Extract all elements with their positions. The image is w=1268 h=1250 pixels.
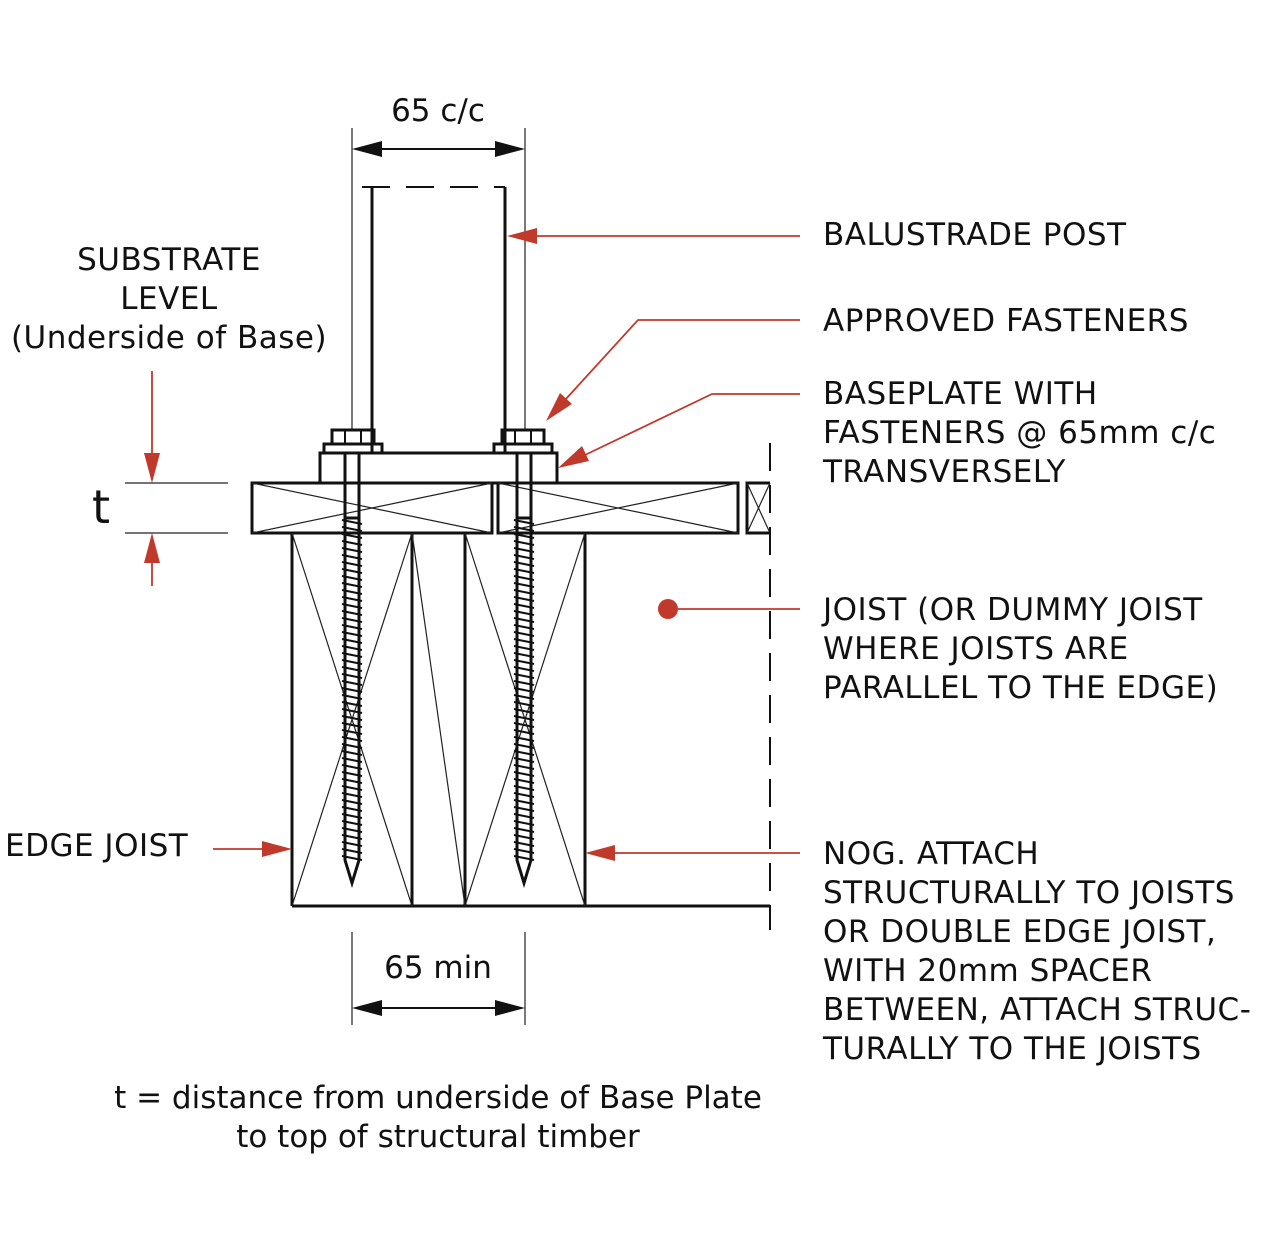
footnote-line-2: to top of structural timber xyxy=(236,1119,640,1155)
bolt-heads xyxy=(322,428,554,455)
substrate-line-2: LEVEL xyxy=(120,281,218,317)
fasteners-callout: APPROVED FASTENERS xyxy=(546,303,1189,421)
nog-line-4: WITH 20mm SPACER xyxy=(823,953,1152,989)
screw-left xyxy=(341,451,363,889)
substrate-line-3: (Underside of Base) xyxy=(11,320,327,356)
joist-line-2: WHERE JOISTS ARE xyxy=(823,631,1129,667)
nog-line-3: OR DOUBLE EDGE JOIST, xyxy=(823,914,1216,950)
fasteners-label: APPROVED FASTENERS xyxy=(823,303,1189,339)
bottom-dimension-label: 65 min xyxy=(384,950,492,986)
nog-line-2: STRUCTURALLY TO JOISTS xyxy=(823,875,1235,911)
balustrade-post-label: BALUSTRADE POST xyxy=(823,217,1127,253)
top-dimension: 65 c/c xyxy=(351,93,526,430)
baseplate xyxy=(318,451,559,485)
baseplate-line-2: FASTENERS @ 65mm c/c xyxy=(823,415,1216,451)
joist-callout: JOIST (OR DUMMY JOIST WHERE JOISTS ARE P… xyxy=(658,592,1218,706)
decking-boards xyxy=(250,481,771,535)
screw-right xyxy=(513,451,535,889)
footnote: t = distance from underside of Base Plat… xyxy=(114,1080,762,1155)
edge-joist-label: EDGE JOIST xyxy=(5,828,189,864)
balustrade-post xyxy=(362,186,507,453)
t-dimension-label: t xyxy=(92,480,110,534)
joists xyxy=(290,443,771,930)
joist-line-3: PARALLEL TO THE EDGE) xyxy=(823,670,1218,706)
footnote-line-1: t = distance from underside of Base Plat… xyxy=(114,1080,762,1116)
bottom-dimension: 65 min xyxy=(351,932,526,1025)
top-dimension-label: 65 c/c xyxy=(391,93,485,129)
baseplate-callout: BASEPLATE WITH FASTENERS @ 65mm c/c TRAN… xyxy=(558,376,1216,490)
nog-line-5: BETWEEN, ATTACH STRUC- xyxy=(823,992,1251,1028)
balustrade-post-callout: BALUSTRADE POST xyxy=(507,217,1127,253)
baseplate-line-3: TRANSVERSELY xyxy=(822,454,1066,490)
substrate-line-1: SUBSTRATE xyxy=(77,242,261,278)
nog-callout: NOG. ATTACH STRUCTURALLY TO JOISTS OR DO… xyxy=(585,836,1251,1067)
nog-line-6: TURALLY TO THE JOISTS xyxy=(822,1031,1202,1067)
nog-line-1: NOG. ATTACH xyxy=(823,836,1039,872)
substrate-level-label: SUBSTRATE LEVEL (Underside of Base) xyxy=(11,242,327,356)
edge-joist-callout: EDGE JOIST xyxy=(5,828,292,864)
joist-line-1: JOIST (OR DUMMY JOIST xyxy=(821,592,1203,628)
baseplate-line-1: BASEPLATE WITH xyxy=(823,376,1098,412)
t-dimension: t xyxy=(92,371,228,586)
